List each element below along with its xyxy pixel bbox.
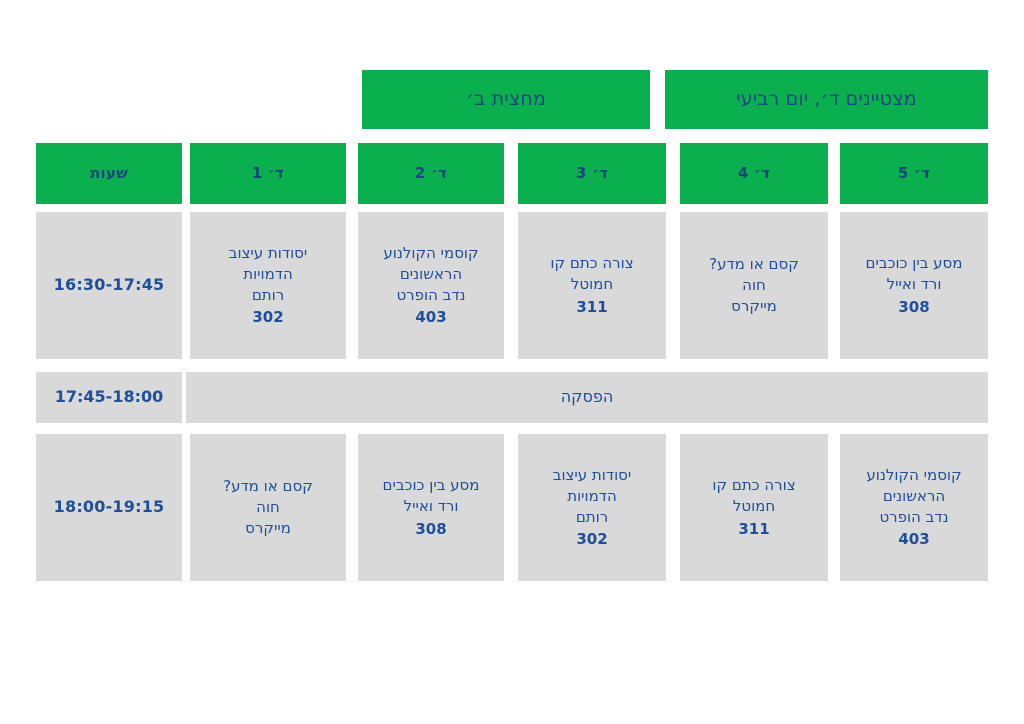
lesson-title: קסם או מדע? <box>709 255 799 274</box>
lesson-subtitle: חמוטל <box>570 275 614 294</box>
break-row-time: 17:45-18:00 <box>36 372 182 423</box>
lesson-teacher: רותם <box>251 285 285 304</box>
lesson-title: מסע בין כוכבים <box>382 476 480 495</box>
lesson-room: 311 <box>738 519 770 538</box>
lesson-cell-r1-d2[interactable]: קוסמי הקולנוע הראשונים נדב הופרט 403 <box>358 212 504 359</box>
lesson-title: קוסמי הקולנוע <box>383 244 479 263</box>
lesson-subtitle: הראשונים <box>399 264 463 283</box>
lesson-cell-r1-d3[interactable]: צורה כתם קו חמוטל 311 <box>518 212 666 359</box>
time-slot-row-1: 16:30-17:45 <box>36 212 182 359</box>
lesson-cell-r1-d1[interactable]: יסודות עיצוב הדמויות רותם 302 <box>190 212 346 359</box>
lesson-title: יסודות עיצוב <box>552 466 632 485</box>
lesson-subtitle: ורד ואייל <box>403 497 459 516</box>
lesson-teacher: נדב הופרט <box>879 507 949 526</box>
lesson-title: קוסמי הקולנוע <box>866 466 962 485</box>
column-header-d2: ד׳ 2 <box>358 143 504 204</box>
lesson-cell-r2-d1[interactable]: קסם או מדע? חוה מייקרס <box>190 434 346 581</box>
lesson-title: מסע בין כוכבים <box>865 254 963 273</box>
lesson-room: 302 <box>576 530 608 549</box>
column-header-hours: שעות <box>36 143 182 204</box>
lesson-subtitle: חוה <box>742 276 766 295</box>
lesson-title: צורה כתם קו <box>712 476 796 495</box>
lesson-cell-r2-d4[interactable]: צורה כתם קו חמוטל 311 <box>680 434 828 581</box>
column-header-d4: ד׳ 4 <box>680 143 828 204</box>
column-header-d3: ד׳ 3 <box>518 143 666 204</box>
lesson-title: יסודות עיצוב <box>228 244 308 263</box>
break-row-label: הפסקה <box>186 372 988 423</box>
lesson-cell-r2-d3[interactable]: יסודות עיצוב הדמויות רותם 302 <box>518 434 666 581</box>
lesson-teacher: נדב הופרט <box>396 285 466 304</box>
lesson-subtitle: הדמויות <box>243 264 293 283</box>
lesson-title: צורה כתם קו <box>550 254 634 273</box>
lesson-subtitle: ורד ואייל <box>886 275 942 294</box>
lesson-room: 403 <box>898 530 930 549</box>
time-slot-row-2: 18:00-19:15 <box>36 434 182 581</box>
lesson-room: 311 <box>576 297 608 316</box>
lesson-title: קסם או מדע? <box>223 477 313 496</box>
lesson-cell-r2-d5[interactable]: קוסמי הקולנוע הראשונים נדב הופרט 403 <box>840 434 988 581</box>
lesson-cell-r2-d2[interactable]: מסע בין כוכבים ורד ואייל 308 <box>358 434 504 581</box>
column-header-d1: ד׳ 1 <box>190 143 346 204</box>
lesson-subtitle: הדמויות <box>567 486 617 505</box>
lesson-room: 308 <box>415 519 447 538</box>
lesson-room: 403 <box>415 308 447 327</box>
lesson-cell-r1-d4[interactable]: קסם או מדע? חוה מייקרס <box>680 212 828 359</box>
lesson-cell-r1-d5[interactable]: מסע בין כוכבים ורד ואייל 308 <box>840 212 988 359</box>
lesson-teacher: רותם <box>575 507 609 526</box>
lesson-subtitle: חמוטל <box>732 497 776 516</box>
lesson-subtitle: חוה <box>256 498 280 517</box>
lesson-subtitle: הראשונים <box>882 486 946 505</box>
lesson-room: 308 <box>898 297 930 316</box>
banner-semester: מחצית ב׳ <box>362 70 650 129</box>
column-header-d5: ד׳ 5 <box>840 143 988 204</box>
banner-day-title: מצטיינים ד׳, יום רביעי <box>665 70 988 129</box>
lesson-teacher: מייקרס <box>731 296 777 315</box>
lesson-room: 302 <box>252 308 284 327</box>
lesson-teacher: מייקרס <box>245 518 291 537</box>
